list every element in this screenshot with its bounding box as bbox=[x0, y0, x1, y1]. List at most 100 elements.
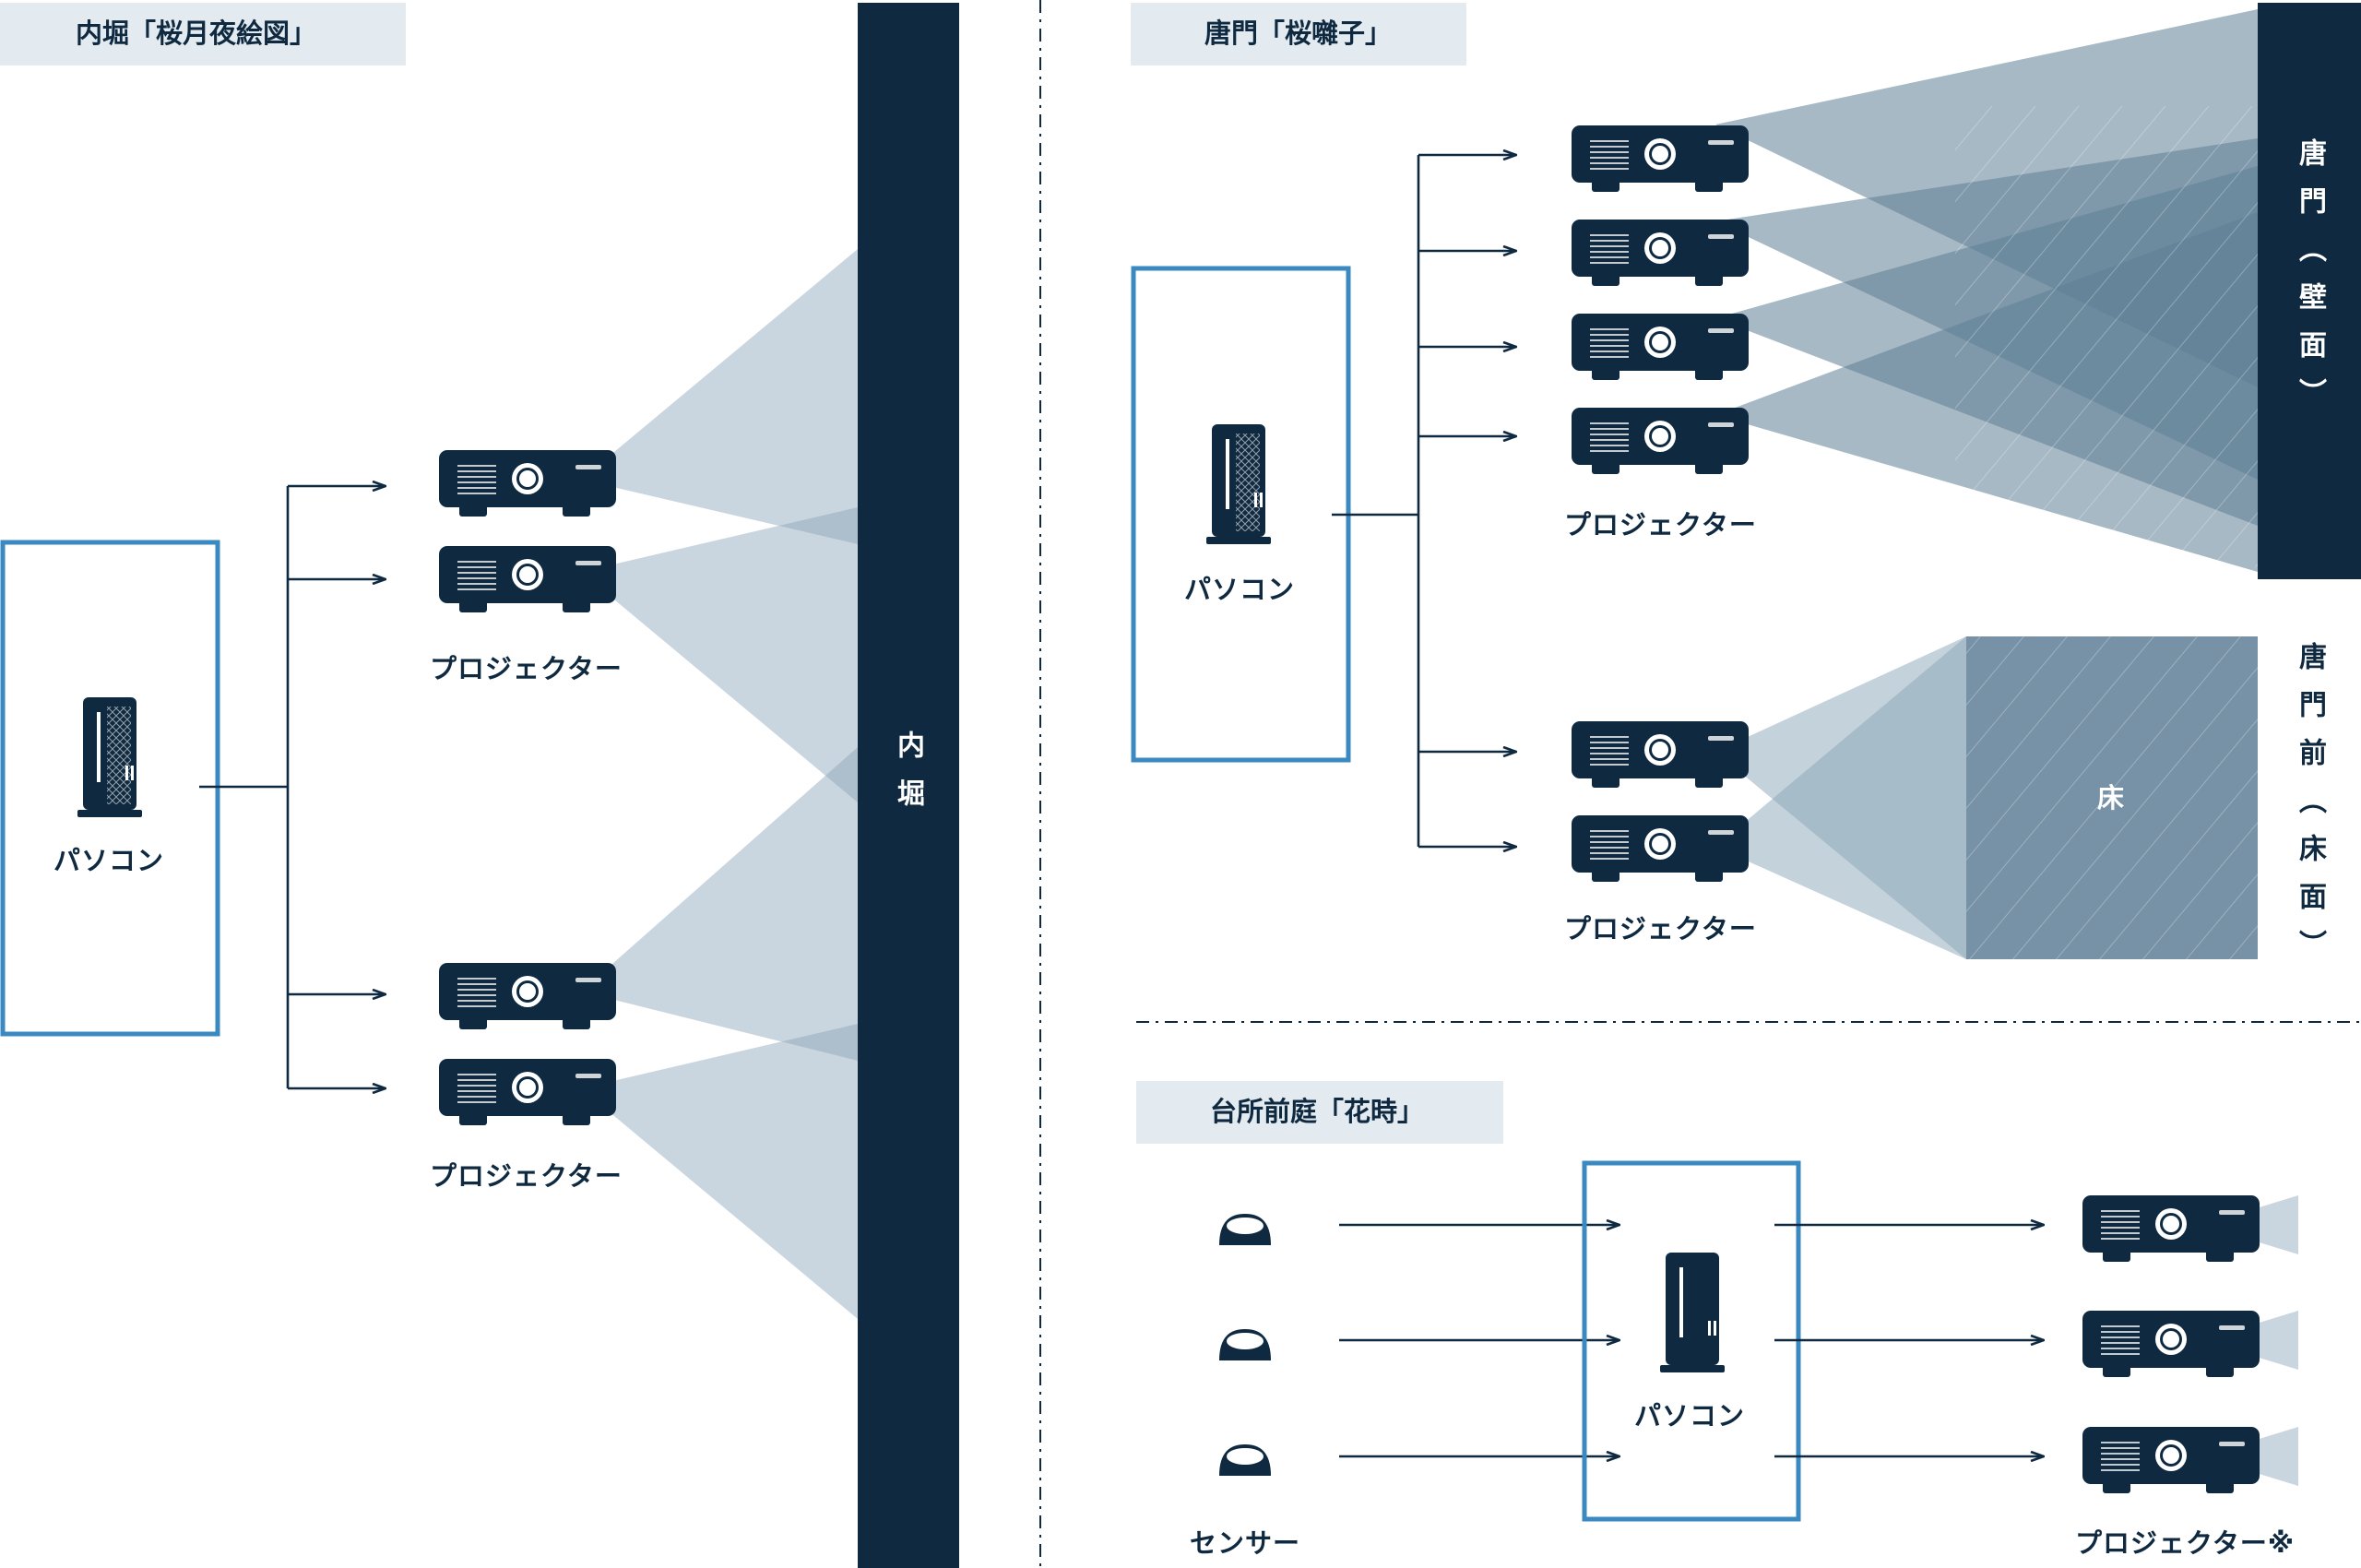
floor-label-karamon: 床 bbox=[2097, 782, 2126, 814]
projector-vent bbox=[2101, 1325, 2140, 1327]
projector-indicator bbox=[2219, 1442, 2245, 1446]
projector-vent bbox=[1590, 439, 1629, 441]
projector-vent bbox=[457, 588, 496, 590]
projector-indicator bbox=[575, 465, 601, 469]
projection-beams bbox=[581, 9, 2298, 1486]
projector-vent bbox=[1590, 858, 1629, 860]
projector-vent bbox=[1590, 747, 1629, 749]
projector-vent bbox=[1590, 758, 1629, 760]
projector-indicator bbox=[1708, 736, 1734, 741]
projector-vent bbox=[457, 481, 496, 483]
karamon-wall-hatch bbox=[1955, 106, 2258, 567]
projector-vent bbox=[457, 1074, 496, 1075]
projector-vent bbox=[457, 577, 496, 579]
pc-tower-slot bbox=[1679, 1267, 1683, 1337]
projector-indicator bbox=[2219, 1210, 2245, 1215]
projector-vent bbox=[2101, 1336, 2140, 1338]
pc-tower-base bbox=[77, 810, 142, 817]
pc-label-uchibori: パソコン bbox=[53, 845, 165, 876]
projector-vent bbox=[457, 572, 496, 574]
projector-vent bbox=[1590, 753, 1629, 754]
projector-vent bbox=[1590, 434, 1629, 435]
projector-indicator bbox=[1708, 234, 1734, 239]
wall-label-karamon-text: 唐門（壁面） bbox=[2294, 138, 2326, 426]
projector-lens-glass bbox=[2163, 1447, 2179, 1464]
pc-frame-uchibori bbox=[0, 540, 220, 1037]
projector-lens-glass bbox=[519, 566, 536, 583]
projector-vent bbox=[1590, 356, 1629, 358]
projector-vent bbox=[1590, 334, 1629, 336]
projector-vent bbox=[1590, 830, 1629, 832]
projector-vent bbox=[1590, 245, 1629, 247]
projector-vent bbox=[457, 1000, 496, 1002]
projector-indicator bbox=[2219, 1325, 2245, 1330]
projector-vent bbox=[2101, 1210, 2140, 1212]
projector-indicator bbox=[1708, 422, 1734, 427]
pc-tower-slot bbox=[97, 712, 101, 782]
projector-vent bbox=[2101, 1464, 2140, 1466]
projector-vent bbox=[2101, 1348, 2140, 1349]
projector-icon bbox=[2082, 1311, 2260, 1377]
sensor-dome bbox=[1227, 1448, 1264, 1465]
projector-icon bbox=[1572, 220, 1749, 286]
projector-vent bbox=[457, 1096, 496, 1098]
beam-uchibori-1 bbox=[581, 249, 858, 544]
projector-lens-glass bbox=[519, 983, 536, 1000]
beam-uchibori-3 bbox=[581, 747, 858, 1061]
projector-vent bbox=[2101, 1238, 2140, 1240]
projector-vent bbox=[2101, 1232, 2140, 1234]
projector-vent bbox=[457, 989, 496, 991]
pc-tower-base bbox=[1660, 1365, 1725, 1372]
projector-vent bbox=[1590, 422, 1629, 424]
projector-vent bbox=[457, 1101, 496, 1103]
projector-vent bbox=[2101, 1469, 2140, 1471]
projector-vent bbox=[2101, 1447, 2140, 1449]
pc-tower-mesh bbox=[107, 707, 131, 804]
projector-indicator bbox=[575, 1074, 601, 1078]
projector-vent bbox=[1590, 836, 1629, 837]
projector-vent bbox=[1590, 157, 1629, 159]
projector-vent bbox=[1590, 168, 1629, 170]
projector-lens-glass bbox=[2163, 1216, 2179, 1232]
floor-area-label-karamon-text: 唐門前（床面） bbox=[2294, 642, 2326, 978]
beam-karamon-floor-2 bbox=[1715, 636, 1966, 959]
sensor-icon bbox=[1219, 1329, 1271, 1360]
projector-vent bbox=[1590, 234, 1629, 236]
section-title-karamon-box bbox=[1131, 3, 1466, 65]
projector-vent bbox=[1590, 240, 1629, 242]
projector-vent bbox=[457, 983, 496, 985]
projector-vent bbox=[457, 1085, 496, 1087]
projector-vent bbox=[457, 561, 496, 563]
projector-icon bbox=[2082, 1427, 2260, 1493]
projector-icon bbox=[2082, 1195, 2260, 1262]
pc-tower-led bbox=[1254, 493, 1257, 507]
projector-icon bbox=[439, 546, 616, 612]
pc-tower-case bbox=[1666, 1253, 1719, 1365]
projector-vent bbox=[457, 1005, 496, 1007]
projector-icon bbox=[439, 1059, 616, 1125]
projector-vent bbox=[1590, 841, 1629, 843]
floor-karamon-hatch bbox=[1966, 636, 2258, 959]
section-title-daidokoro: 台所前庭「花時」 bbox=[1210, 1096, 1425, 1127]
projector-icon bbox=[1572, 125, 1749, 192]
projector-icon bbox=[1572, 721, 1749, 788]
projector-vent bbox=[457, 487, 496, 489]
projector-indicator bbox=[575, 561, 601, 565]
projector-icon bbox=[439, 450, 616, 517]
section-title-uchibori-box bbox=[0, 3, 406, 65]
pc-tower-led bbox=[1708, 1321, 1711, 1336]
projector-lens-glass bbox=[2163, 1331, 2179, 1348]
projector-lens-glass bbox=[519, 1079, 536, 1096]
section-title-karamon: 唐門「桜囃子」 bbox=[1204, 18, 1393, 49]
projector-vent bbox=[2101, 1458, 2140, 1460]
projector-vent bbox=[1590, 339, 1629, 341]
projector-vent bbox=[1590, 736, 1629, 738]
projector-vent bbox=[457, 470, 496, 472]
projector-vent bbox=[1590, 146, 1629, 148]
projector-vent bbox=[1590, 852, 1629, 854]
pc-label-daidokoro: パソコン bbox=[1634, 1400, 1746, 1431]
floor-area-label-karamon: 唐門前（床面） bbox=[2282, 642, 2337, 994]
projector-vent bbox=[457, 566, 496, 568]
